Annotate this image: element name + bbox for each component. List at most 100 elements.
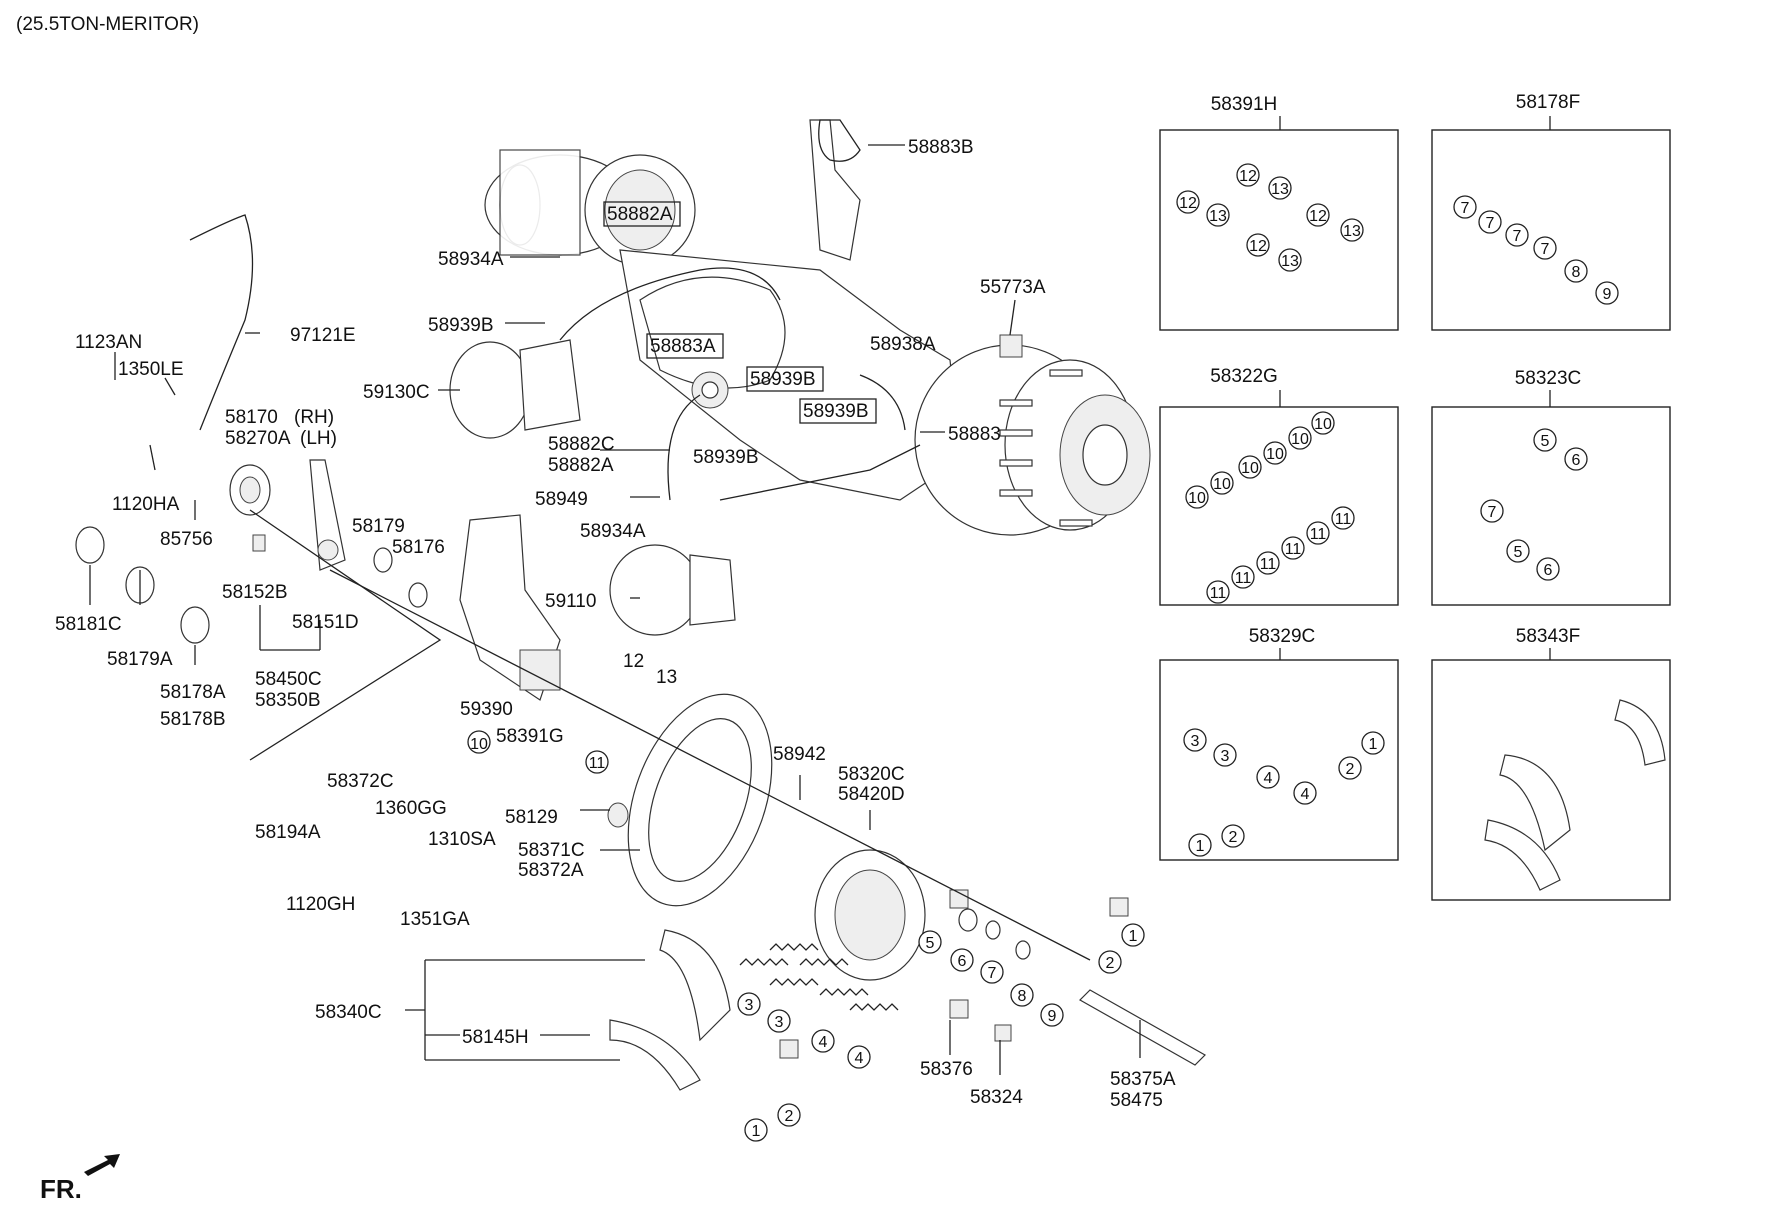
kit3-ref-10a: 10 xyxy=(1188,490,1206,507)
kit3-ref-11f: 11 xyxy=(1335,511,1352,528)
label-58372C: 58372C xyxy=(327,771,394,792)
label-58129: 58129 xyxy=(505,807,558,828)
label-58883: 58883 xyxy=(948,424,1001,445)
label-58181C: 58181C xyxy=(55,614,122,635)
kit-58343F: 58343F xyxy=(1431,626,1671,901)
label-58450C: 58450C xyxy=(255,669,322,690)
label-58350B: 58350B xyxy=(255,690,321,711)
label-58939B-right-frame xyxy=(799,398,877,424)
kit1-ref-12b: 12 xyxy=(1239,168,1257,185)
label-58942: 58942 xyxy=(773,744,826,765)
kit-58391H-code: 58391H xyxy=(1211,94,1278,115)
label-58475: 58475 xyxy=(1110,1090,1163,1111)
label-1120HA: 1120HA xyxy=(112,494,180,515)
label-1351GA: 1351GA xyxy=(400,909,470,930)
kit3-ref-11d: 11 xyxy=(1285,541,1302,558)
kit-58178F: 58178F 7 7 7 7 8 9 xyxy=(1431,92,1671,331)
kit-58343F-code: 58343F xyxy=(1516,626,1580,647)
label-97121E: 97121E xyxy=(290,325,356,346)
kit1-ref-13b: 13 xyxy=(1271,181,1289,198)
ref-1-right: 1 xyxy=(1129,928,1138,945)
kit2-ref-9: 9 xyxy=(1603,286,1612,303)
label-58938A: 58938A xyxy=(870,334,936,355)
part-labels: 58883B 58882A 58934A 58939B 58883A 58938… xyxy=(55,137,1176,1111)
label-58179: 58179 xyxy=(352,516,405,537)
kit1-ref-13c: 13 xyxy=(1281,253,1299,270)
kit4-ref-5b: 5 xyxy=(1514,544,1523,561)
label-58270A: 58270A xyxy=(225,428,291,449)
label-58170: 58170 xyxy=(225,407,278,428)
ref-4a: 4 xyxy=(819,1034,828,1051)
kit3-ref-11c: 11 xyxy=(1260,556,1277,573)
left-parts-drawing xyxy=(75,459,1206,1091)
kit4-ref-5a: 5 xyxy=(1541,433,1550,450)
leader-lines xyxy=(89,144,1141,1075)
front-label: FR. xyxy=(40,1174,82,1204)
label-58375A: 58375A xyxy=(1110,1069,1176,1090)
label-58420D: 58420D xyxy=(838,784,905,805)
kit-58178F-box xyxy=(1431,129,1671,331)
label-59130C: 59130C xyxy=(363,382,430,403)
kit1-ref-13a: 13 xyxy=(1209,208,1227,225)
kit1-ref-13d: 13 xyxy=(1343,223,1361,240)
kit2-ref-7b: 7 xyxy=(1486,215,1495,232)
kit-58323C-code: 58323C xyxy=(1515,368,1582,389)
kit1-ref-12d: 12 xyxy=(1309,208,1327,225)
ref-7-main: 7 xyxy=(988,965,997,982)
ref-8-main: 8 xyxy=(1018,988,1027,1005)
kit-58329C-box xyxy=(1159,659,1399,861)
ref-2-main: 2 xyxy=(785,1108,794,1125)
kit1-ref-12c: 12 xyxy=(1249,238,1267,255)
label-58939B-right: 58939B xyxy=(803,401,869,422)
label-58152B: 58152B xyxy=(222,582,288,603)
label-58145H: 58145H xyxy=(462,1027,529,1048)
label-59390: 59390 xyxy=(460,699,513,720)
label-58934A-mid: 58934A xyxy=(580,521,646,542)
label-58194A: 58194A xyxy=(255,822,321,843)
kit-58329C: 58329C 3 3 4 4 2 1 2 1 xyxy=(1159,626,1399,861)
kit-58329C-code: 58329C xyxy=(1249,626,1316,647)
label-58883B: 58883B xyxy=(908,137,974,158)
kit3-ref-10d: 10 xyxy=(1266,446,1284,463)
kit2-ref-7d: 7 xyxy=(1541,241,1550,258)
label-1310SA: 1310SA xyxy=(428,829,496,850)
label-58882A-top: 58882A xyxy=(607,204,673,225)
label-58883A: 58883A xyxy=(650,336,716,357)
label-55773A: 55773A xyxy=(980,277,1046,298)
ref-13-main: 13 xyxy=(656,667,677,688)
label-58320C: 58320C xyxy=(838,764,905,785)
kit5-ref-3b: 3 xyxy=(1221,748,1230,765)
kit5-ref-4a: 4 xyxy=(1264,770,1273,787)
label-58178A: 58178A xyxy=(160,682,226,703)
label-58371C: 58371C xyxy=(518,840,585,861)
kit2-ref-7c: 7 xyxy=(1513,228,1522,245)
ref-11-main: 11 xyxy=(589,755,606,772)
label-58949: 58949 xyxy=(535,489,588,510)
kit5-ref-1b: 1 xyxy=(1196,838,1205,855)
ref-2-right: 2 xyxy=(1106,955,1115,972)
label-58340C: 58340C xyxy=(315,1002,382,1023)
label-58882A-mid: 58882A xyxy=(548,455,614,476)
ref-1-main: 1 xyxy=(752,1123,761,1140)
label-58178B: 58178B xyxy=(160,709,226,730)
kit3-ref-11e: 11 xyxy=(1310,526,1327,543)
kit4-ref-6a: 6 xyxy=(1572,452,1581,469)
front-arrow-icon xyxy=(84,1154,120,1176)
ref-12-main: 12 xyxy=(623,651,644,672)
ref-5-main: 5 xyxy=(926,935,935,952)
ref-11-circle xyxy=(585,750,609,774)
kit4-ref-6b: 6 xyxy=(1544,562,1553,579)
label-58372A: 58372A xyxy=(518,860,584,881)
kit3-ref-11a: 11 xyxy=(1210,585,1227,602)
label-58170-side: (RH) xyxy=(294,407,334,428)
label-59110: 59110 xyxy=(545,591,596,612)
label-58939B-box: 58939B xyxy=(750,369,816,390)
kit-58322G: 58322G 10 10 10 10 10 10 11 11 11 11 11 … xyxy=(1159,366,1399,606)
label-58882C: 58882C xyxy=(548,434,615,455)
kit-58391H: 58391H 12 13 12 13 12 13 12 13 xyxy=(1159,94,1399,331)
kit2-ref-7a: 7 xyxy=(1461,200,1470,217)
label-58376: 58376 xyxy=(920,1059,973,1080)
label-1123AN: 1123AN xyxy=(75,332,142,353)
